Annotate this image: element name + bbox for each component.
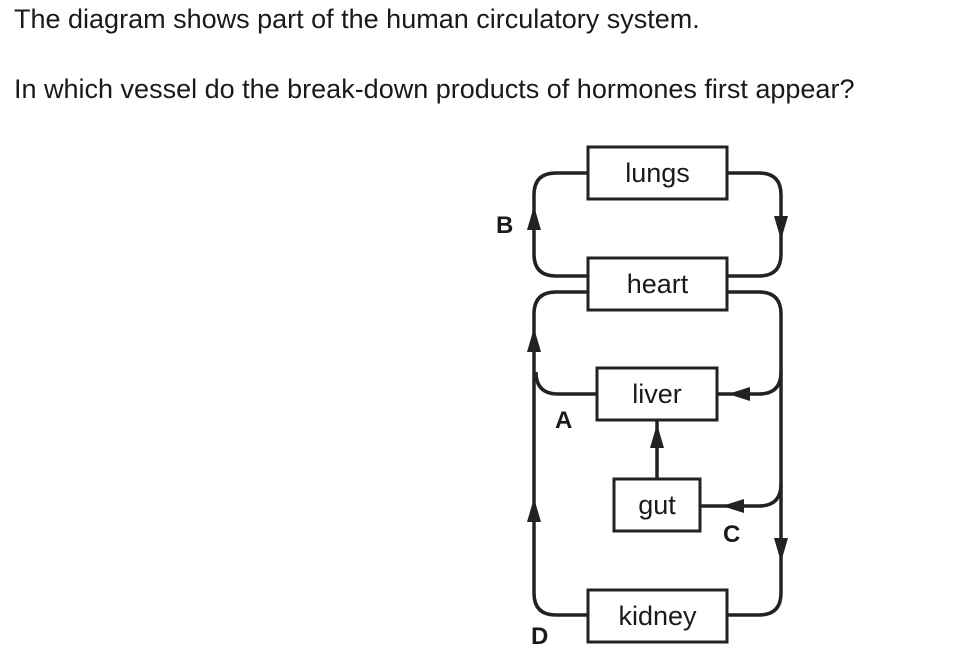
liver-label: liver [632,379,682,409]
arrow-left-liver [728,387,750,401]
arrow-up-portal [650,424,664,448]
question-prompt: In which vessel do the break-down produc… [14,74,855,104]
arrow-up-b [527,206,541,230]
gut-box: gut [612,477,702,533]
gut-artery [700,483,783,508]
pulmonary-vessel-right [727,171,783,278]
vessel-label-c: C [723,521,740,548]
vessel-label-d: D [531,623,548,650]
kidney-box: kidney [586,588,729,644]
heart-box: heart [586,256,729,312]
lungs-box: lungs [586,145,729,201]
vessel-label-a: A [555,407,572,434]
kidney-label: kidney [618,601,697,631]
vessel-label-b: B [496,212,513,239]
pulmonary-vessel-left [532,171,588,278]
arrow-up-lower [527,498,541,522]
question-intro: The diagram shows part of the human circ… [14,4,700,34]
hepatic-artery [717,371,783,396]
heart-label: heart [627,269,689,299]
arrow-left-gut [722,499,744,513]
hepatic-vein [534,371,597,396]
arrow-down-pulmonary [774,216,788,240]
arrow-down-kidney [774,538,788,562]
lungs-label: lungs [625,158,690,188]
liver-box: liver [595,366,719,422]
gut-label: gut [638,490,676,520]
systemic-return-vessel [532,290,588,617]
aorta-vessel [727,290,783,617]
arrow-up-upper [527,328,541,352]
